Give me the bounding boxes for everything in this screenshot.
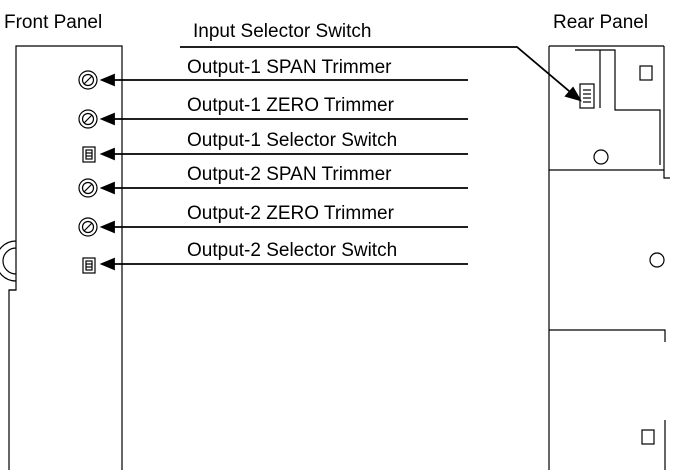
input-selector-label: Input Selector Switch	[193, 21, 372, 42]
out2-selector-switch-icon	[82, 257, 96, 274]
out2-span-trimmer-icon	[78, 178, 98, 198]
rear-panel-title: Rear Panel	[553, 12, 649, 33]
rear-panel-outline	[548, 45, 670, 470]
out1-zero-trimmer-icon	[78, 109, 98, 129]
out1-selector-switch-icon	[82, 146, 96, 163]
input-selector-leader	[180, 46, 576, 97]
out1-span-trimmer-icon	[78, 70, 98, 90]
out2-zero-trimmer-icon	[78, 217, 98, 237]
input-selector-switch-icon	[579, 83, 595, 109]
out1-selector-label: Output-1 Selector Switch	[187, 130, 398, 151]
out1-zero-label: Output-1 ZERO Trimmer	[187, 95, 394, 116]
out2-span-label: Output-2 SPAN Trimmer	[187, 164, 392, 185]
out2-zero-label: Output-2 ZERO Trimmer	[187, 203, 394, 224]
front-panel-latch-inner	[2, 247, 17, 275]
out1-span-label: Output-1 SPAN Trimmer	[187, 57, 392, 78]
front-panel-outline	[8, 45, 123, 470]
out2-selector-label: Output-2 Selector Switch	[187, 240, 398, 261]
front-panel-title: Front Panel	[4, 12, 103, 33]
front-panel-latch	[0, 240, 17, 282]
